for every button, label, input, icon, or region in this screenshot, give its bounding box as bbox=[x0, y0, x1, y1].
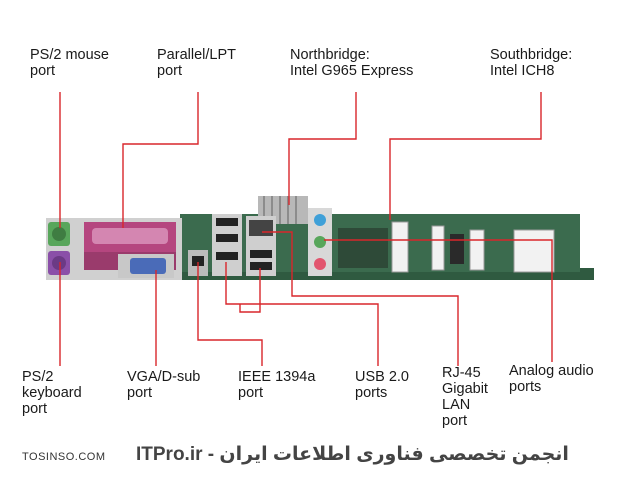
rj45-jack bbox=[249, 220, 273, 236]
watermark-itpro: ITPro.ir - انجمن تخصصی فناوری اطلاعات ای… bbox=[136, 444, 569, 465]
label-ps2-mouse-port: PS/2 mouse port bbox=[30, 47, 109, 79]
label-ps2-keyboard-port: PS/2 keyboard port bbox=[22, 369, 82, 417]
watermark-tosinso: TOSINSO.COM bbox=[22, 451, 106, 463]
label-vga-port: VGA/D-sub port bbox=[127, 369, 201, 401]
label-rj45-port: RJ-45 Gigabit LAN port bbox=[442, 365, 488, 429]
leader-lines bbox=[59, 92, 553, 366]
leader-rj45 bbox=[262, 231, 459, 366]
motherboard-image bbox=[46, 196, 594, 280]
label-analog-audio-ports: Analog audio ports bbox=[509, 363, 594, 395]
label-southbridge: Southbridge: Intel ICH8 bbox=[490, 47, 573, 79]
leader-southbridge bbox=[389, 92, 542, 220]
label-northbridge: Northbridge: Intel G965 Express bbox=[290, 47, 414, 79]
vga-connector bbox=[130, 258, 166, 274]
leader-audio bbox=[324, 239, 553, 362]
label-ieee1394-port: IEEE 1394a port bbox=[238, 369, 316, 401]
leader-usb bbox=[225, 262, 379, 366]
leader-parallel bbox=[122, 92, 199, 228]
leader-ieee1394 bbox=[197, 262, 263, 366]
label-usb-ports: USB 2.0 ports bbox=[355, 369, 409, 401]
label-parallel-port: Parallel/LPT port bbox=[157, 47, 236, 79]
leader-usb-2 bbox=[239, 268, 261, 313]
leader-northbridge bbox=[288, 92, 357, 205]
